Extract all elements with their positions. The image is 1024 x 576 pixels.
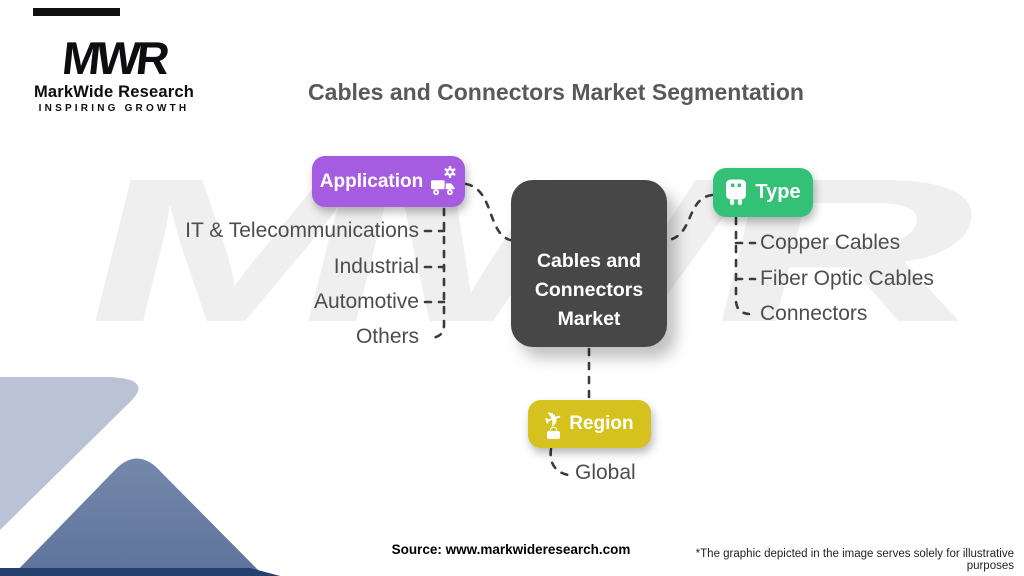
luggage-icon: [547, 426, 561, 439]
page-title: Cables and Connectors Market Segmentatio…: [308, 79, 804, 105]
truck-icon: [431, 180, 455, 196]
region-badge-label: Region: [569, 413, 634, 434]
type-item: Copper Cables: [760, 231, 901, 254]
region-badge: ✈ Region: [528, 400, 651, 448]
application-badge: Application: [312, 156, 465, 207]
gear-icon: [444, 165, 456, 179]
center-node-line: Connectors: [534, 279, 644, 301]
application-item: Industrial: [333, 255, 419, 278]
plane-luggage-icon: ✈: [542, 406, 565, 439]
source-text: Source: www.markwideresearch.com: [391, 542, 631, 557]
type-badge-label: Type: [755, 181, 801, 203]
usb-plug-icon: [726, 179, 747, 205]
center-node-line: Cables and: [536, 250, 642, 272]
center-node-line: Market: [557, 308, 621, 330]
brand-tagline: INSPIRING GROWTH: [38, 103, 190, 115]
application-item: IT & Telecommunications: [185, 219, 419, 242]
brand-logo: MWR MarkWide Research INSPIRING GROWTH: [30, 32, 198, 115]
application-badge-label: Application: [319, 170, 424, 192]
application-item: Others: [355, 325, 419, 348]
application-item: Automotive: [313, 290, 419, 313]
brand-logo-mark: MWR: [59, 32, 169, 84]
region-item: Global: [575, 461, 636, 484]
center-market-node: Cables and Connectors Market: [511, 180, 667, 347]
disclaimer-text: *The graphic depicted in the image serve…: [695, 548, 1014, 572]
brand-name: MarkWide Research: [33, 83, 195, 102]
type-item: Connectors: [760, 302, 868, 325]
type-item: Fiber Optic Cables: [760, 267, 934, 290]
type-badge: Type: [713, 168, 813, 217]
gear-truck-icon: [430, 165, 457, 196]
